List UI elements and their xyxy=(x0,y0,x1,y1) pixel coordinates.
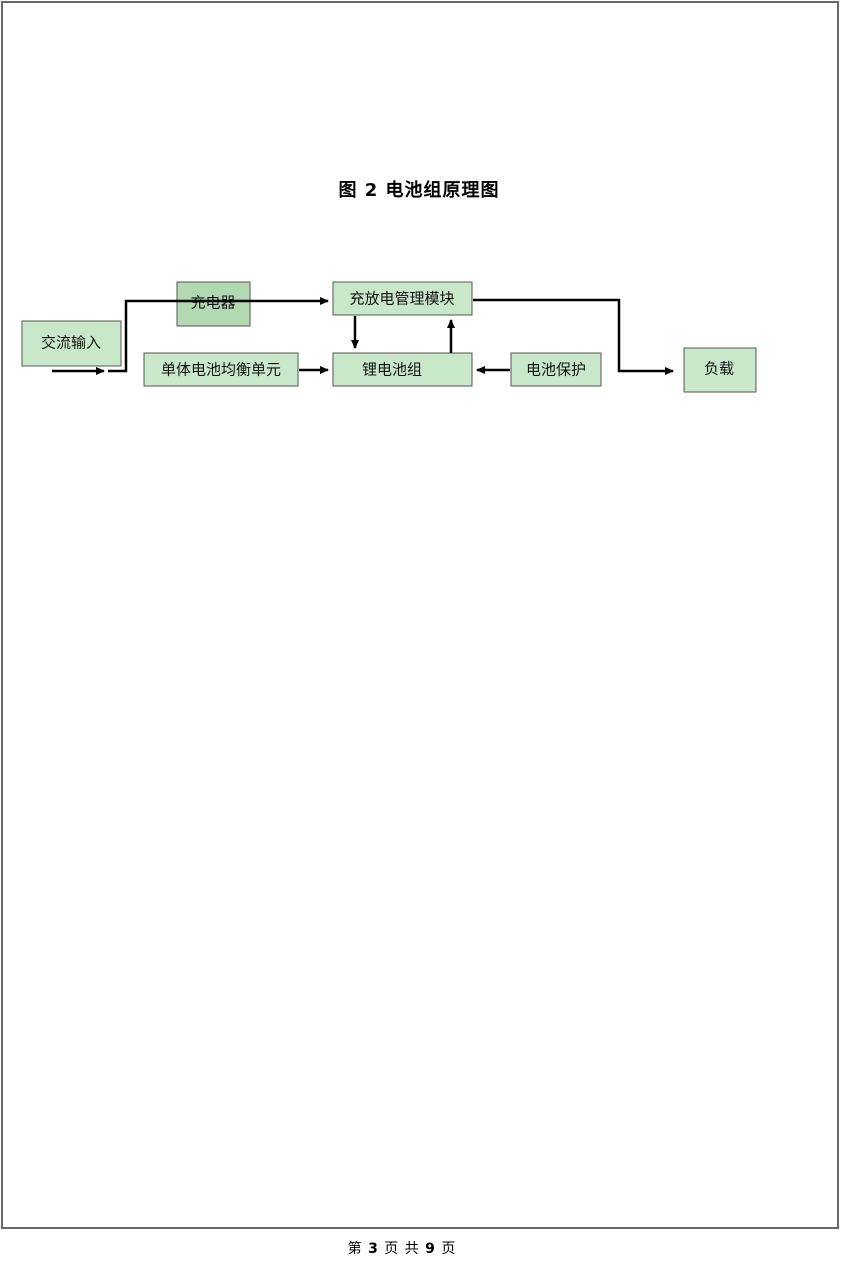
cell-balancing-unit-label: 单体电池均衡单元 xyxy=(161,361,281,379)
charger-label: 充电器 xyxy=(190,294,235,312)
ac-to-module-line xyxy=(108,297,329,373)
load-box: 负载 xyxy=(683,347,757,393)
battery-pack-schematic: 交流输入 充电器 充放电管理模块 单体电池均衡单元 锂电池组 电池保护 负载 xyxy=(21,281,757,393)
page-footer: 第 3 页 共 9 页 xyxy=(0,1238,804,1258)
charge-discharge-module-label: 充放电管理模块 xyxy=(349,290,454,308)
load-label: 负载 xyxy=(704,360,734,378)
lithium-battery-pack-box: 锂电池组 xyxy=(332,352,473,387)
charger-box: 充电器 xyxy=(176,281,251,327)
page-frame xyxy=(1,1,839,1229)
ac-input-label: 交流输入 xyxy=(41,334,101,352)
battery-protection-box: 电池保护 xyxy=(510,352,602,387)
charge-discharge-module-box: 充放电管理模块 xyxy=(332,281,473,316)
footer-suffix: 页 xyxy=(441,1241,457,1257)
battery-protection-label: 电池保护 xyxy=(526,361,586,379)
footer-prefix: 第 xyxy=(347,1241,363,1257)
footer-total-pages: 9 xyxy=(425,1241,436,1257)
lithium-battery-pack-label: 锂电池组 xyxy=(362,361,422,379)
footer-current-page: 3 xyxy=(368,1241,379,1257)
figure-caption: 图 2 电池组原理图 xyxy=(338,180,500,201)
cell-balancing-unit-box: 单体电池均衡单元 xyxy=(143,352,299,387)
module-to-load-line xyxy=(473,298,674,375)
footer-middle: 页 共 xyxy=(384,1241,420,1257)
ac-input-box: 交流输入 xyxy=(21,320,122,367)
